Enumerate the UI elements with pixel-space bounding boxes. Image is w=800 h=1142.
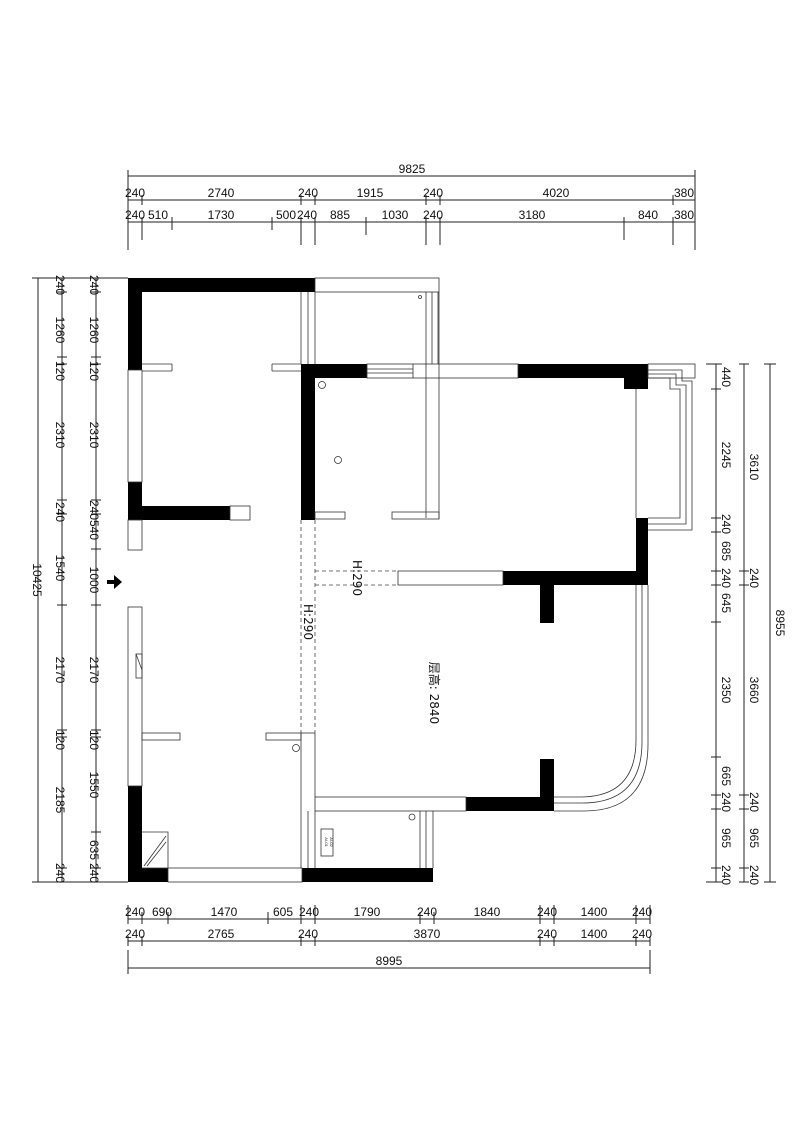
- left-outer-4: 240: [53, 502, 67, 522]
- bot-r2-4: 240: [537, 927, 557, 941]
- fixture-markers: [292, 295, 422, 821]
- bot-r1-5: 1790: [354, 905, 381, 919]
- right-inner-1: 2245: [719, 442, 733, 469]
- left-outer-8: 2185: [53, 787, 67, 814]
- left-outer-9: 240: [53, 863, 67, 883]
- top-r2-7: 240: [423, 208, 443, 222]
- right-inner-8: 240: [719, 792, 733, 812]
- beams: [300, 520, 398, 733]
- top-r1-6: 380: [674, 186, 694, 200]
- bot-r2-2: 240: [298, 927, 318, 941]
- bot-r1-7: 1840: [474, 905, 501, 919]
- left-inner-6: 1000: [87, 567, 101, 594]
- top-dimensions: 9825 240 2740 240 1915 240 4020 380 240 …: [125, 162, 696, 250]
- top-r2-3: 500: [276, 208, 296, 222]
- top-r2-1: 510: [148, 208, 168, 222]
- bot-r1-8: 240: [537, 905, 557, 919]
- right-inner-3: 685: [719, 541, 733, 561]
- right-inner-5: 645: [719, 593, 733, 613]
- left-inner-1: 1260: [87, 317, 101, 344]
- right-outer-b-3: 240: [747, 865, 761, 885]
- left-outer-6: 2170: [53, 657, 67, 684]
- right-inner-7: 665: [719, 766, 733, 786]
- left-inner-5: 540: [87, 520, 101, 540]
- left-dimensions: 10425 240 1260 120 2310 240 1540 2170 12…: [30, 275, 128, 883]
- ceiling-height-label: 层高: 2840: [427, 662, 442, 724]
- top-r1-2: 240: [298, 186, 318, 200]
- top-r2-6: 1030: [382, 208, 409, 222]
- top-r2-2: 1730: [208, 208, 235, 222]
- bot-r1-6: 240: [417, 905, 437, 919]
- bot-r2-3: 3870: [414, 927, 441, 941]
- left-outer-7: 120: [53, 730, 67, 750]
- left-inner-9: 1550: [87, 772, 101, 799]
- entry-arrow-icon: [107, 575, 122, 589]
- bottom-dimensions: 240 690 1470 605 240 1790 240 1840 240 1…: [125, 905, 652, 974]
- beam-label-vertical: H:290: [301, 604, 315, 640]
- left-outer-0: 240: [53, 275, 67, 295]
- beam-label-horizontal: H:290: [350, 560, 364, 596]
- bot-r1-3: 605: [273, 905, 293, 919]
- top-r2-0: 240: [125, 208, 145, 222]
- top-r1-5: 4020: [543, 186, 570, 200]
- left-inner-3: 2310: [87, 422, 101, 449]
- electrical-panel: AI-01 AI-02: [320, 828, 334, 857]
- left-outer-5: 1540: [53, 555, 67, 582]
- bot-r2-6: 240: [632, 927, 652, 941]
- bot-r1-10: 240: [632, 905, 652, 919]
- top-r2-10: 380: [674, 208, 694, 222]
- top-r1-1: 2740: [208, 186, 235, 200]
- left-inner-10: 635: [87, 840, 101, 860]
- bot-r1-4: 240: [299, 905, 319, 919]
- bot-r1-2: 1470: [211, 905, 238, 919]
- right-outer-a-1: 240: [747, 568, 761, 588]
- bot-r2-1: 2765: [208, 927, 235, 941]
- bot-r1-9: 1400: [581, 905, 608, 919]
- left-inner-8: 120: [87, 730, 101, 750]
- right-inner-2: 240: [719, 514, 733, 534]
- bottom-total-label: 8995: [376, 954, 403, 968]
- right-outer-b-0: 3660: [747, 677, 761, 704]
- left-outer-3: 2310: [53, 422, 67, 449]
- left-inner-4: 240: [87, 500, 101, 520]
- left-total-label: 10425: [30, 563, 44, 597]
- panel-label-2: AI-02: [329, 837, 334, 847]
- bot-r1-1: 690: [152, 905, 172, 919]
- thin-lines: [127, 277, 696, 883]
- left-inner-0: 240: [87, 275, 101, 295]
- top-r1-4: 240: [423, 186, 443, 200]
- bot-r2-5: 1400: [581, 927, 608, 941]
- right-inner-10: 240: [719, 865, 733, 885]
- panel-label-1: AI-01: [324, 837, 329, 847]
- top-r2-4: 240: [297, 208, 317, 222]
- left-outer-2: 120: [53, 361, 67, 381]
- right-dimensions: 440 2245 240 685 240 645 2350 665 240 96…: [706, 363, 787, 885]
- top-r1-3: 1915: [357, 186, 384, 200]
- right-outer-b-1: 240: [747, 792, 761, 812]
- left-inner-11: 240: [87, 863, 101, 883]
- top-r2-9: 840: [638, 208, 658, 222]
- left-outer-1: 1260: [53, 317, 67, 344]
- bot-r2-0: 240: [125, 927, 145, 941]
- top-r1-0: 240: [125, 186, 145, 200]
- top-r2-8: 3180: [519, 208, 546, 222]
- top-r2-5: 885: [330, 208, 350, 222]
- top-total-label: 9825: [399, 162, 426, 176]
- right-inner-9: 965: [719, 828, 733, 848]
- right-inner-6: 2350: [719, 677, 733, 704]
- right-total-label: 8955: [773, 610, 787, 637]
- left-inner-2: 120: [87, 361, 101, 381]
- right-outer-b-2: 965: [747, 828, 761, 848]
- right-outer-a-0: 3610: [747, 454, 761, 481]
- right-inner-4: 240: [719, 568, 733, 588]
- bot-r1-0: 240: [125, 905, 145, 919]
- left-inner-7: 2170: [87, 657, 101, 684]
- right-inner-0: 440: [719, 367, 733, 387]
- walls: [128, 278, 648, 882]
